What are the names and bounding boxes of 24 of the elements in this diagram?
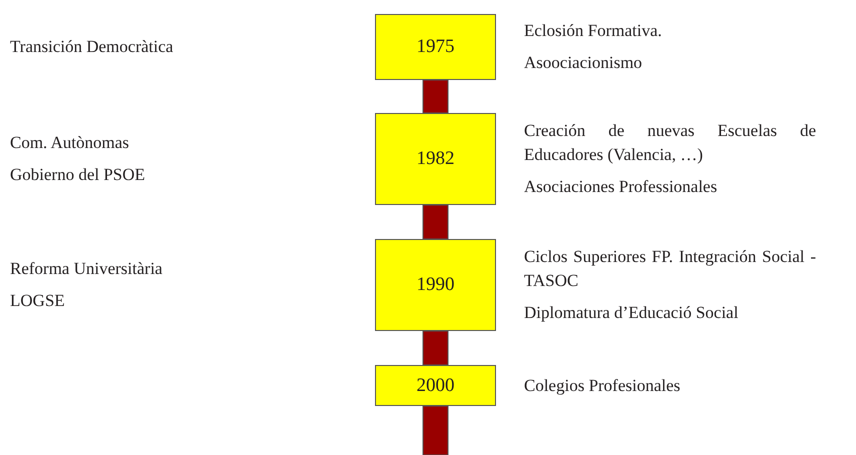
context-note: Transición Democràtica bbox=[10, 36, 174, 58]
year-label: 1990 bbox=[416, 273, 454, 297]
context-note: Reforma Universitària bbox=[10, 258, 164, 280]
context-note: Gobierno del PSOE bbox=[10, 164, 146, 186]
year-box bbox=[375, 239, 496, 331]
year-box bbox=[375, 113, 496, 205]
milestone-note: Asociaciones Professionales bbox=[524, 176, 718, 198]
milestone-note: Eclosión Formativa. bbox=[524, 20, 663, 42]
context-note: LOGSE bbox=[10, 290, 66, 312]
milestone-note: Ciclos Superiores FP. Integración Social - TASOC bbox=[524, 246, 816, 292]
timeline-bar bbox=[422, 406, 448, 455]
year-label: 1975 bbox=[416, 35, 454, 59]
milestone-note: Asoociacionismo bbox=[524, 52, 644, 74]
timeline-bar bbox=[422, 330, 448, 366]
timeline-bar bbox=[422, 204, 448, 240]
milestone-note: Diplomatura d’Educació Social bbox=[524, 302, 740, 324]
context-note: Com. Autònomas bbox=[10, 132, 130, 154]
year-label: 1982 bbox=[416, 147, 454, 171]
year-label: 2000 bbox=[416, 374, 454, 398]
year-box bbox=[375, 365, 496, 406]
year-box bbox=[375, 14, 496, 80]
milestone-note: Colegios Profesionales bbox=[524, 374, 682, 397]
milestone-note: Creación de nuevas Escuelas de Educadores (Valencia, …) bbox=[524, 120, 816, 166]
timeline-bar bbox=[422, 80, 448, 114]
